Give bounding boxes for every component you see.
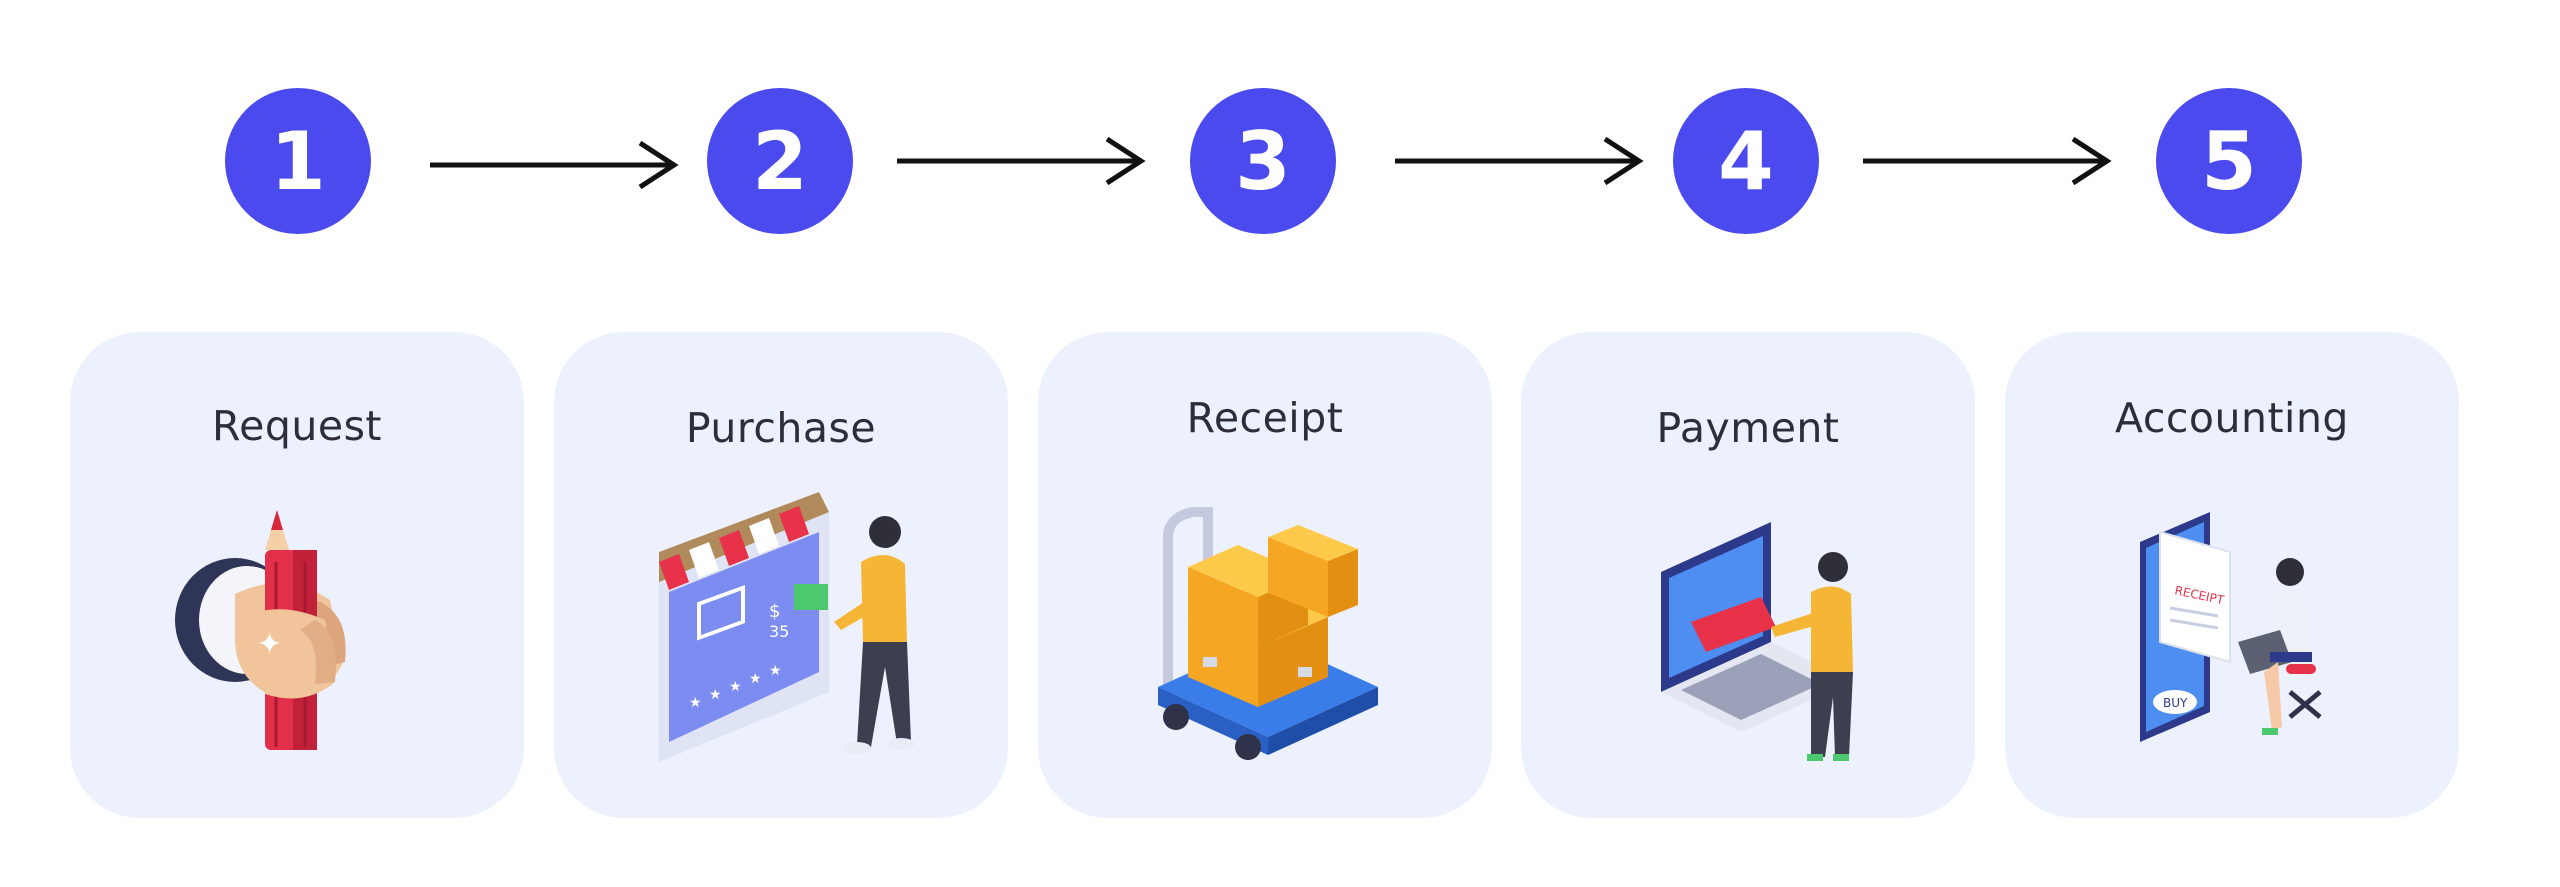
phone-receipt-accountant-icon: RECEIPT BUY [2140,512,2322,742]
delivery-cart-boxes-icon [1158,507,1378,760]
step-4-label: Payment [1656,404,1840,452]
step-5-circle: 5 [2156,88,2302,234]
step-1-number: 1 [270,114,326,208]
step-5-number: 5 [2201,114,2257,208]
step-2-number: 2 [752,114,808,208]
step-4-number: 4 [1718,114,1774,208]
arrow-right-icon [1395,136,1644,186]
step-3-circle: 3 [1190,88,1336,234]
buy-text: BUY [2163,696,2188,710]
step-4-circle: 4 [1673,88,1819,234]
step-2-circle: 2 [707,88,853,234]
arrow-right-icon [430,140,679,190]
svg-text:★: ★ [749,671,762,687]
svg-text:★: ★ [709,687,722,703]
step-3-number: 3 [1235,114,1291,208]
step-card-request: Request ✦ [70,332,524,818]
svg-text:★: ★ [689,695,702,711]
step-5-label: Accounting [2115,394,2349,442]
arrow-right-icon [897,136,1146,186]
step-card-receipt: Receipt [1038,332,1492,818]
step-card-accounting: Accounting RECEIPT BUY [2005,332,2459,818]
svg-text:★: ★ [769,663,782,679]
price-tag-text: $ [769,601,780,622]
svg-text:✦: ✦ [257,627,282,662]
laptop-card-payment-icon [1661,522,1853,761]
arrow-right-icon [1863,136,2112,186]
step-card-purchase: Purchase $ 35 ★ ★ ★ ★ ★ [554,332,1008,818]
svg-text:★: ★ [729,679,742,695]
step-3-label: Receipt [1186,394,1344,442]
step-1-label: Request [211,402,383,450]
pencil-hand-icon: ✦ [175,510,346,750]
svg-text:35: 35 [769,622,789,641]
step-1-circle: 1 [225,88,371,234]
storefront-shopper-icon: $ 35 ★ ★ ★ ★ ★ [659,492,915,762]
step-2-label: Purchase [685,404,877,452]
step-card-payment: Payment [1521,332,1975,818]
